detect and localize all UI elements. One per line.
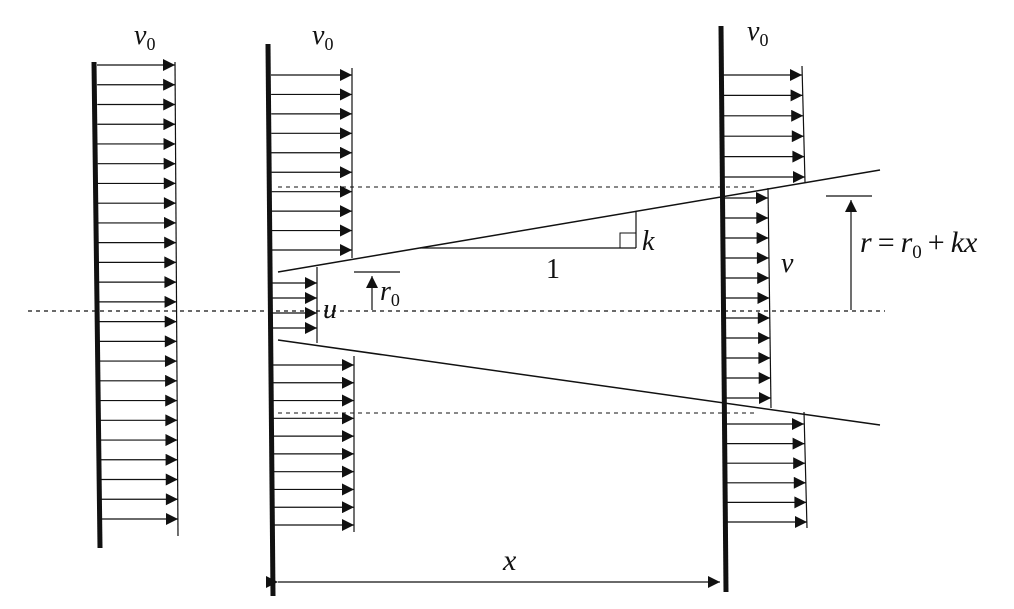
downstream-outer-envelope-bottom	[803, 411, 808, 529]
r-formula-label: r=r0+kx	[860, 226, 978, 263]
core-velocity-arrows	[272, 277, 317, 334]
downstream-outer-envelope-top	[801, 65, 806, 183]
upper-jet-boundary	[277, 169, 881, 273]
downstream-upper-velocity-arrows	[723, 69, 805, 183]
nozzle-section	[265, 43, 276, 597]
one-label: 1	[546, 254, 560, 285]
nozzle-upper-velocity-arrows	[271, 69, 352, 256]
v0-label-upstream: v0	[134, 20, 155, 54]
lower-jet-boundary	[277, 339, 881, 426]
nozzle-lower-velocity-arrows	[272, 359, 354, 531]
right-angle-mark	[619, 232, 636, 248]
mixed-velocity-arrows	[724, 192, 771, 404]
downstream-lower-velocity-arrows	[725, 418, 807, 528]
k-label: k	[642, 226, 655, 257]
u-label: u	[323, 294, 337, 325]
v0-label-downstream: v0	[747, 16, 768, 50]
x-label: x	[502, 544, 517, 577]
upstream-velocity-arrows	[97, 59, 178, 525]
upstream-profile-envelope	[174, 61, 179, 537]
r0-label: r0	[380, 276, 400, 310]
downstream-section	[718, 25, 729, 593]
v-label: v	[781, 248, 794, 279]
upstream-section	[91, 61, 103, 549]
v0-label-nozzle: v0	[312, 20, 333, 54]
